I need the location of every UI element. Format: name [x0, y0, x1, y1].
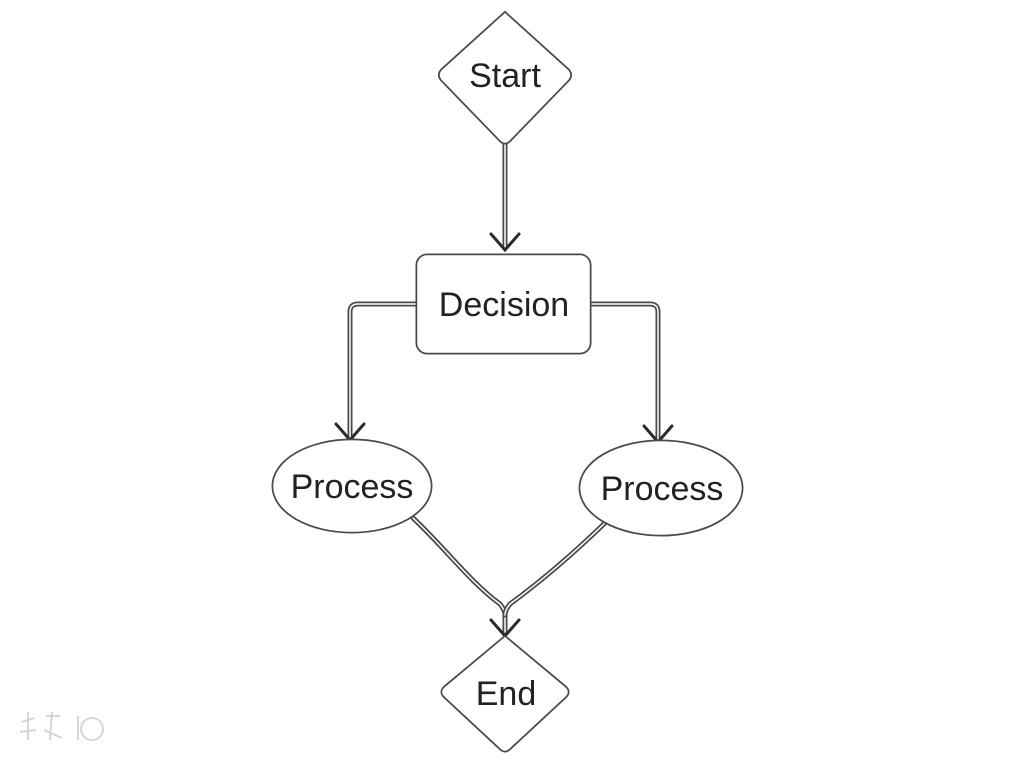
start-label: Start: [469, 57, 541, 95]
edge-process-left-to-end: [410, 515, 508, 635]
edge-decision-to-process-left: [334, 301, 421, 443]
process-left-label: Process: [291, 468, 414, 506]
process-right-label: Process: [601, 470, 724, 508]
process-right-node: Process: [578, 439, 744, 537]
start-node: Start: [438, 10, 572, 145]
end-label: End: [476, 675, 537, 713]
decision-label: Decision: [439, 286, 569, 324]
end-node: End: [440, 634, 570, 753]
watermark-logo: [19, 711, 104, 741]
edge-start-to-decision: [489, 140, 521, 253]
edge-decision-to-process-right: [586, 301, 674, 445]
process-left-node: Process: [271, 438, 433, 534]
decision-node: Decision: [415, 253, 592, 355]
edge-process-right-to-end: [489, 519, 609, 639]
